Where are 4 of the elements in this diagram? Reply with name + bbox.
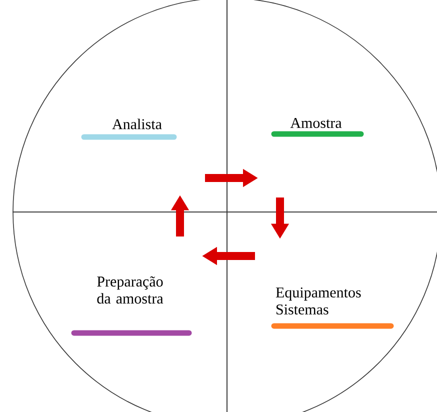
node-label: Analista: [112, 118, 162, 130]
node-label: Preparação da amostra: [97, 276, 164, 304]
node-label: Amostra: [290, 118, 342, 128]
node-label: Equipamentos Sistemas: [276, 287, 361, 315]
